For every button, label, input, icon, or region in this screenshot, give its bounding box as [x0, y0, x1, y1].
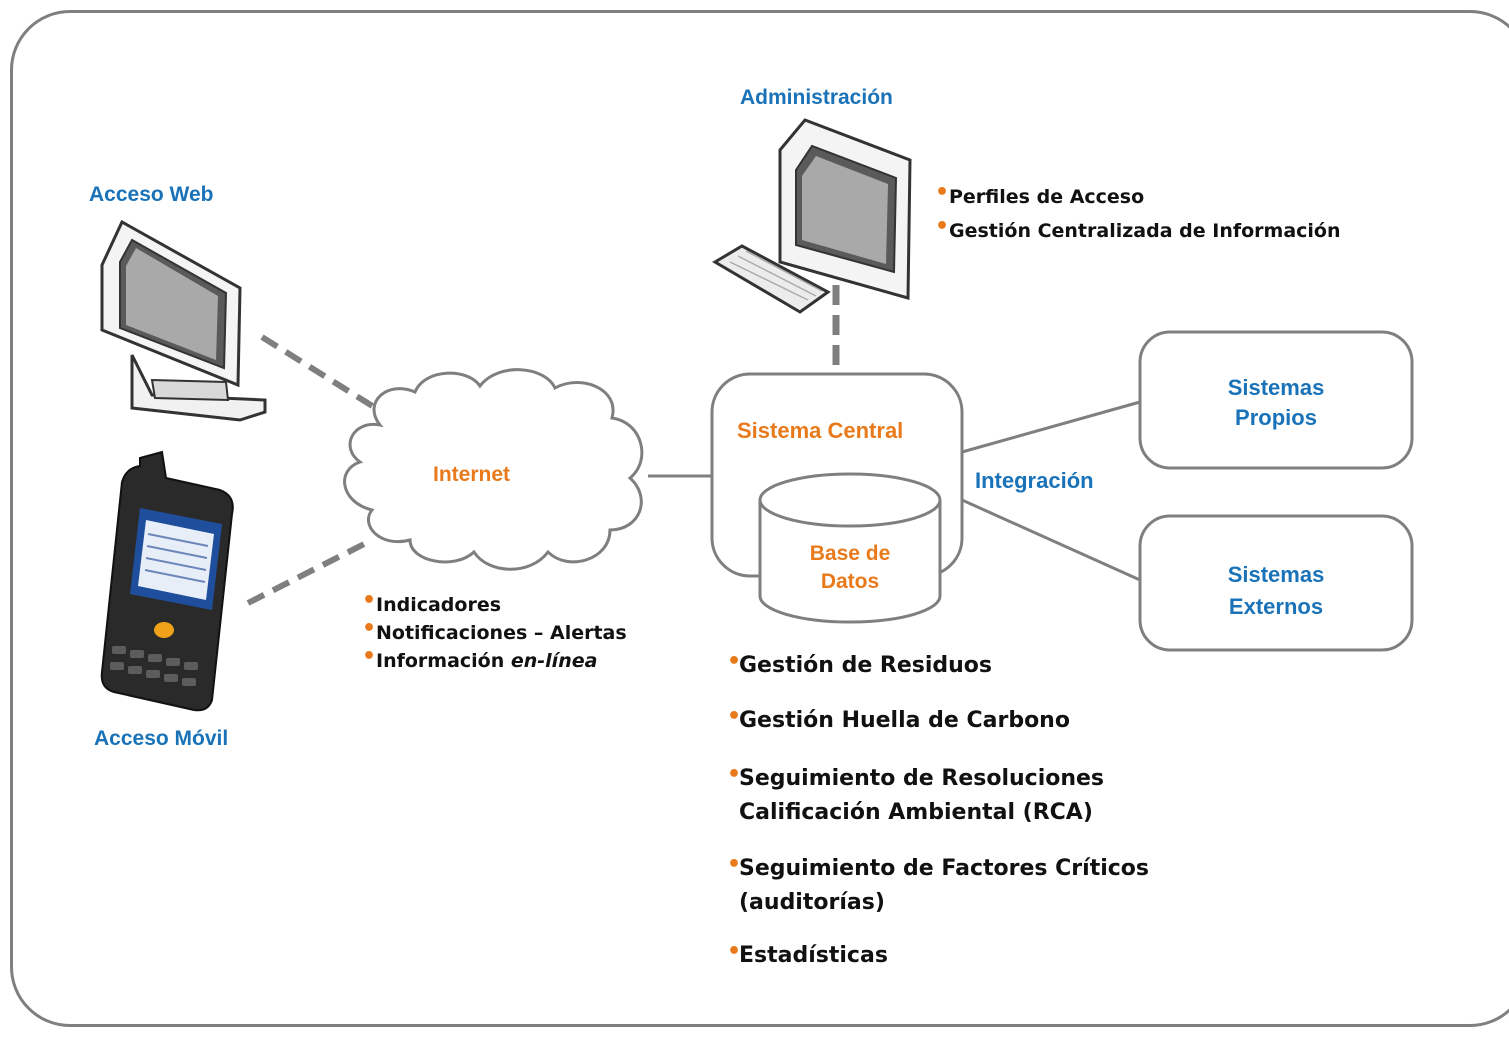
label-acceso-movil: Acceso Móvil	[94, 727, 229, 750]
list-item: •Información en-línea	[362, 644, 627, 675]
database-cylinder-icon	[758, 472, 942, 624]
label-administracion: Administración	[740, 86, 893, 109]
desktop-monitor-icon	[100, 219, 267, 422]
connector-central-propios	[961, 400, 1141, 454]
internet-bullet-text: Notificaciones – Alertas	[376, 622, 627, 644]
label-sistemas-propios: Sistemas Propios	[1140, 373, 1412, 433]
admin-bullet-list: •Perfiles de Acceso •Gestión Centralizad…	[935, 180, 1341, 248]
list-item: •Gestión de Residuos	[727, 649, 1149, 680]
admin-bullet-text: Perfiles de Acceso	[949, 186, 1145, 208]
central-bullet-list: •Gestión de Residuos •Gestión Huella de …	[727, 649, 1149, 970]
connector-movil-internet	[246, 537, 374, 606]
sistemas-externos-box	[1138, 514, 1414, 652]
sistemas-propios-box	[1138, 330, 1414, 470]
diagram-frame	[10, 10, 1509, 1027]
label-sistemas-propios-line1: Sistemas	[1227, 375, 1325, 400]
bullet-dot-icon: •	[727, 649, 742, 674]
bullet-dot-icon: •	[362, 644, 377, 669]
list-item: •Notificaciones – Alertas	[362, 616, 627, 647]
central-bullet-text: Gestión de Residuos	[739, 653, 993, 678]
bullet-dot-icon: •	[362, 588, 377, 613]
bullet-dot-icon: •	[362, 616, 377, 641]
list-item: •Gestión Centralizada de Información	[935, 214, 1341, 248]
list-item: •Perfiles de Acceso	[935, 180, 1341, 214]
bullet-dot-icon: •	[935, 214, 950, 239]
label-sistemas-propios-line2: Propios	[1235, 405, 1317, 430]
bullet-dot-icon: •	[727, 762, 742, 787]
central-bullet-text: Seguimiento de Resoluciones	[739, 766, 1105, 791]
label-sistemas-externos-line1: Sistemas	[1227, 562, 1325, 587]
bullet-dot-icon: •	[727, 939, 742, 964]
connector-central-externos	[961, 498, 1141, 582]
workstation-computer-icon	[712, 118, 912, 314]
label-acceso-web: Acceso Web	[89, 183, 214, 206]
internet-bullet-text-italic: en-línea	[510, 650, 598, 672]
list-item: •Gestión Huella de Carbono	[727, 704, 1149, 735]
list-item: •Estadísticas	[727, 939, 1149, 970]
list-item: •Seguimiento de Factores Críticos (audito…	[727, 852, 1149, 920]
internet-bullet-text: Indicadores	[376, 594, 502, 616]
central-bullet-text-line2: (auditorías)	[739, 890, 885, 915]
admin-bullet-text: Gestión Centralizada de Información	[949, 220, 1341, 242]
cloud-icon	[343, 368, 644, 571]
label-internet: Internet	[433, 463, 511, 486]
central-bullet-text: Estadísticas	[739, 943, 888, 968]
label-base-de-datos-line1: Base de	[809, 542, 891, 565]
label-sistema-central: Sistema Central	[737, 418, 904, 443]
central-bullet-text-line2: Calificación Ambiental (RCA)	[739, 800, 1093, 825]
bullet-dot-icon: •	[935, 180, 950, 205]
label-sistemas-externos-line2: Externos	[1228, 594, 1324, 619]
mobile-handheld-icon	[100, 450, 234, 712]
internet-bullet-list: •Indicadores •Notificaciones – Alertas •…	[362, 588, 627, 675]
label-base-de-datos-line2: Datos	[820, 570, 880, 593]
label-sistemas-externos: Sistemas Externos	[1140, 559, 1412, 623]
central-bullet-text: Seguimiento de Factores Críticos	[739, 856, 1150, 881]
list-item: •Indicadores	[362, 588, 627, 619]
central-bullet-text: Gestión Huella de Carbono	[739, 708, 1070, 733]
label-integracion: Integración	[975, 468, 1094, 493]
bullet-dot-icon: •	[727, 852, 742, 877]
connector-web-internet	[260, 334, 384, 415]
internet-bullet-text: Información	[376, 650, 511, 672]
label-base-de-datos: Base de Datos	[780, 540, 920, 596]
bullet-dot-icon: •	[727, 704, 742, 729]
